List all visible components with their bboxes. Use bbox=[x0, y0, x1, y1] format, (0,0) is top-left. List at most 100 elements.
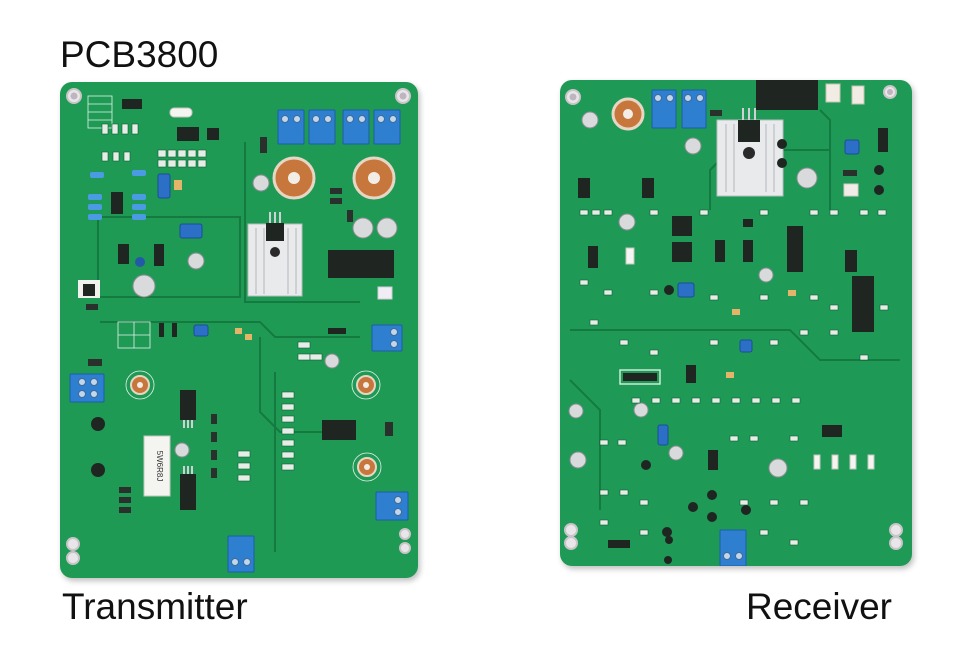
screw-terminal bbox=[69, 373, 105, 403]
voltage-regulator bbox=[266, 223, 284, 241]
electrolytic-capacitor bbox=[252, 174, 270, 192]
power-resistor-marking: 5W6R8J bbox=[155, 451, 164, 482]
receiver-board bbox=[560, 80, 912, 566]
crystal bbox=[169, 107, 193, 118]
screw-terminal bbox=[371, 324, 403, 352]
ic-chip bbox=[207, 128, 219, 140]
dip-ic bbox=[787, 226, 803, 272]
mounting-hole-icon bbox=[564, 523, 578, 550]
mounting-hole-icon bbox=[66, 88, 82, 104]
electrolytic-capacitor bbox=[569, 451, 587, 469]
ic-chip bbox=[118, 244, 129, 264]
electrolytic-capacitor bbox=[796, 167, 818, 189]
mosfet bbox=[180, 390, 196, 420]
electrolytic-capacitor bbox=[758, 267, 774, 283]
transmitter-label: Transmitter bbox=[62, 586, 248, 627]
transmitter-board-graphic: 5W6R8J bbox=[66, 88, 411, 573]
transistor bbox=[154, 244, 164, 266]
jumper-header bbox=[623, 373, 657, 381]
tantalum-capacitor bbox=[174, 180, 182, 190]
led bbox=[843, 183, 859, 197]
power-resistor bbox=[143, 435, 171, 497]
mounting-hole-icon bbox=[66, 537, 80, 565]
inductor-coil bbox=[125, 370, 155, 400]
screw-terminal bbox=[227, 535, 255, 573]
trimmer-potentiometer bbox=[157, 173, 171, 199]
relay bbox=[328, 250, 394, 278]
toroid-coil bbox=[352, 156, 396, 200]
jst-connector bbox=[825, 83, 841, 103]
soic-ic bbox=[608, 540, 630, 548]
screw-terminal bbox=[681, 89, 707, 129]
trimmer-potentiometer bbox=[179, 223, 203, 239]
dip-ic bbox=[672, 216, 692, 236]
mounting-hole-icon bbox=[883, 85, 897, 99]
blue-capacitor bbox=[135, 257, 145, 267]
electrolytic-capacitor bbox=[633, 402, 649, 418]
electrolytic-capacitor bbox=[376, 217, 398, 239]
soic-ic bbox=[822, 425, 842, 437]
resistor bbox=[260, 137, 267, 153]
inductor-coil bbox=[351, 370, 381, 400]
dip-ic bbox=[852, 276, 874, 332]
screw-terminal bbox=[375, 491, 409, 521]
screw-terminal bbox=[308, 109, 336, 145]
mounting-hole-icon bbox=[399, 528, 411, 554]
toroid-coil bbox=[272, 156, 316, 200]
smd-resistors bbox=[101, 123, 207, 168]
screw-terminal bbox=[373, 109, 401, 145]
ic-chip bbox=[177, 127, 199, 141]
soic-ic bbox=[578, 178, 590, 198]
transmitter-board: 5W6R8J bbox=[60, 82, 418, 578]
ic-chip bbox=[111, 192, 123, 214]
soic-ic bbox=[708, 450, 718, 470]
transistors bbox=[641, 139, 787, 564]
electrolytic-capacitor bbox=[768, 458, 788, 478]
led bbox=[377, 286, 393, 300]
dip-ic bbox=[672, 242, 692, 262]
screw-terminal bbox=[342, 109, 370, 145]
receiver-label: Receiver bbox=[746, 586, 892, 627]
soic-ic bbox=[715, 240, 725, 262]
electrolytic-capacitor bbox=[618, 213, 636, 231]
toroid-coil bbox=[611, 97, 645, 131]
product-title: PCB3800 bbox=[60, 34, 219, 75]
soic-ic bbox=[845, 250, 857, 272]
electrolytic-capacitor bbox=[668, 445, 684, 461]
mounting-hole-icon bbox=[565, 89, 581, 105]
soic-ic bbox=[686, 365, 696, 383]
soic-ic bbox=[743, 240, 753, 262]
connector-header bbox=[756, 80, 818, 110]
pin-header bbox=[122, 99, 142, 109]
trimmer-potentiometer bbox=[657, 424, 669, 446]
screw-terminal bbox=[719, 529, 747, 566]
receiver-board-graphic bbox=[564, 80, 903, 566]
screw-terminal bbox=[277, 109, 305, 145]
blue-capacitors bbox=[88, 170, 146, 220]
trimmer-potentiometer bbox=[844, 139, 860, 155]
inductor-coil bbox=[352, 452, 382, 482]
electrolytic-capacitor bbox=[568, 403, 584, 419]
jst-connector bbox=[851, 85, 865, 105]
electrolytic-capacitor bbox=[352, 217, 374, 239]
electrolytic-capacitor bbox=[187, 252, 205, 270]
soic-ic bbox=[588, 246, 598, 268]
smd-resistors bbox=[119, 341, 323, 513]
electrolytic-capacitor bbox=[132, 274, 156, 298]
electrolytic-capacitor bbox=[174, 442, 190, 458]
mosfet bbox=[180, 474, 196, 510]
trimmer-potentiometer bbox=[677, 282, 695, 298]
crystal bbox=[625, 247, 635, 265]
smd-resistors bbox=[579, 209, 889, 546]
mounting-hole-icon bbox=[889, 523, 903, 550]
transistor bbox=[878, 128, 888, 152]
screw-terminal bbox=[651, 89, 677, 129]
transistor bbox=[322, 420, 356, 440]
mounting-hole-icon bbox=[395, 88, 411, 104]
electrolytic-capacitor bbox=[324, 353, 340, 369]
smd-resistors bbox=[813, 454, 875, 470]
trimmer-potentiometer bbox=[739, 339, 753, 353]
trimmer-potentiometer bbox=[193, 324, 209, 337]
electrolytic-capacitor bbox=[684, 137, 702, 155]
voltage-regulator bbox=[738, 120, 760, 142]
